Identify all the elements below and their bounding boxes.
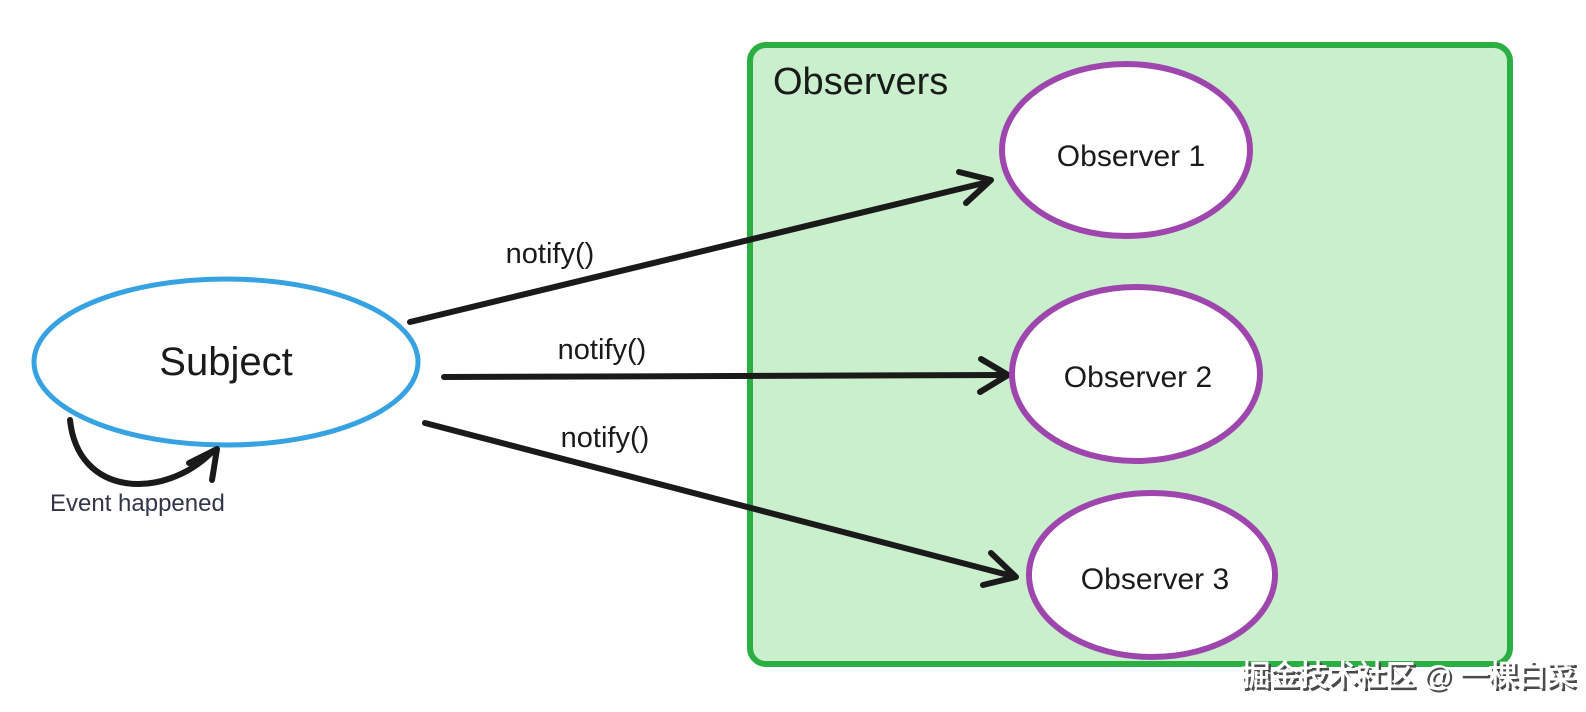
self-loop-arrow xyxy=(67,417,220,487)
notify-arrow-3 xyxy=(422,420,1019,588)
notify-arrow-2 xyxy=(441,356,1011,395)
observer-2-label: Observer 2 xyxy=(1064,361,1212,394)
notify-arrow-1 xyxy=(407,169,994,325)
watermark-shadow: 掘金技术社区 @ 一棵白菜 xyxy=(1244,661,1578,695)
subject-node xyxy=(31,276,421,448)
observer-2-node xyxy=(1009,284,1263,464)
observer-3-node xyxy=(1026,490,1278,660)
observers-group-title: Observers xyxy=(773,61,948,103)
observer-1-label: Observer 1 xyxy=(1057,140,1205,173)
notify-label-2: notify() xyxy=(558,334,647,366)
observer-3-label: Observer 3 xyxy=(1081,563,1229,596)
observer-1-node xyxy=(999,61,1253,239)
event-happened-label: Event happened xyxy=(50,490,225,517)
subject-label: Subject xyxy=(159,340,292,384)
notify-label-3: notify() xyxy=(561,422,650,454)
watermark-text: 掘金技术社区 @ 一棵白菜 xyxy=(1241,659,1575,693)
notify-label-1: notify() xyxy=(506,238,595,270)
